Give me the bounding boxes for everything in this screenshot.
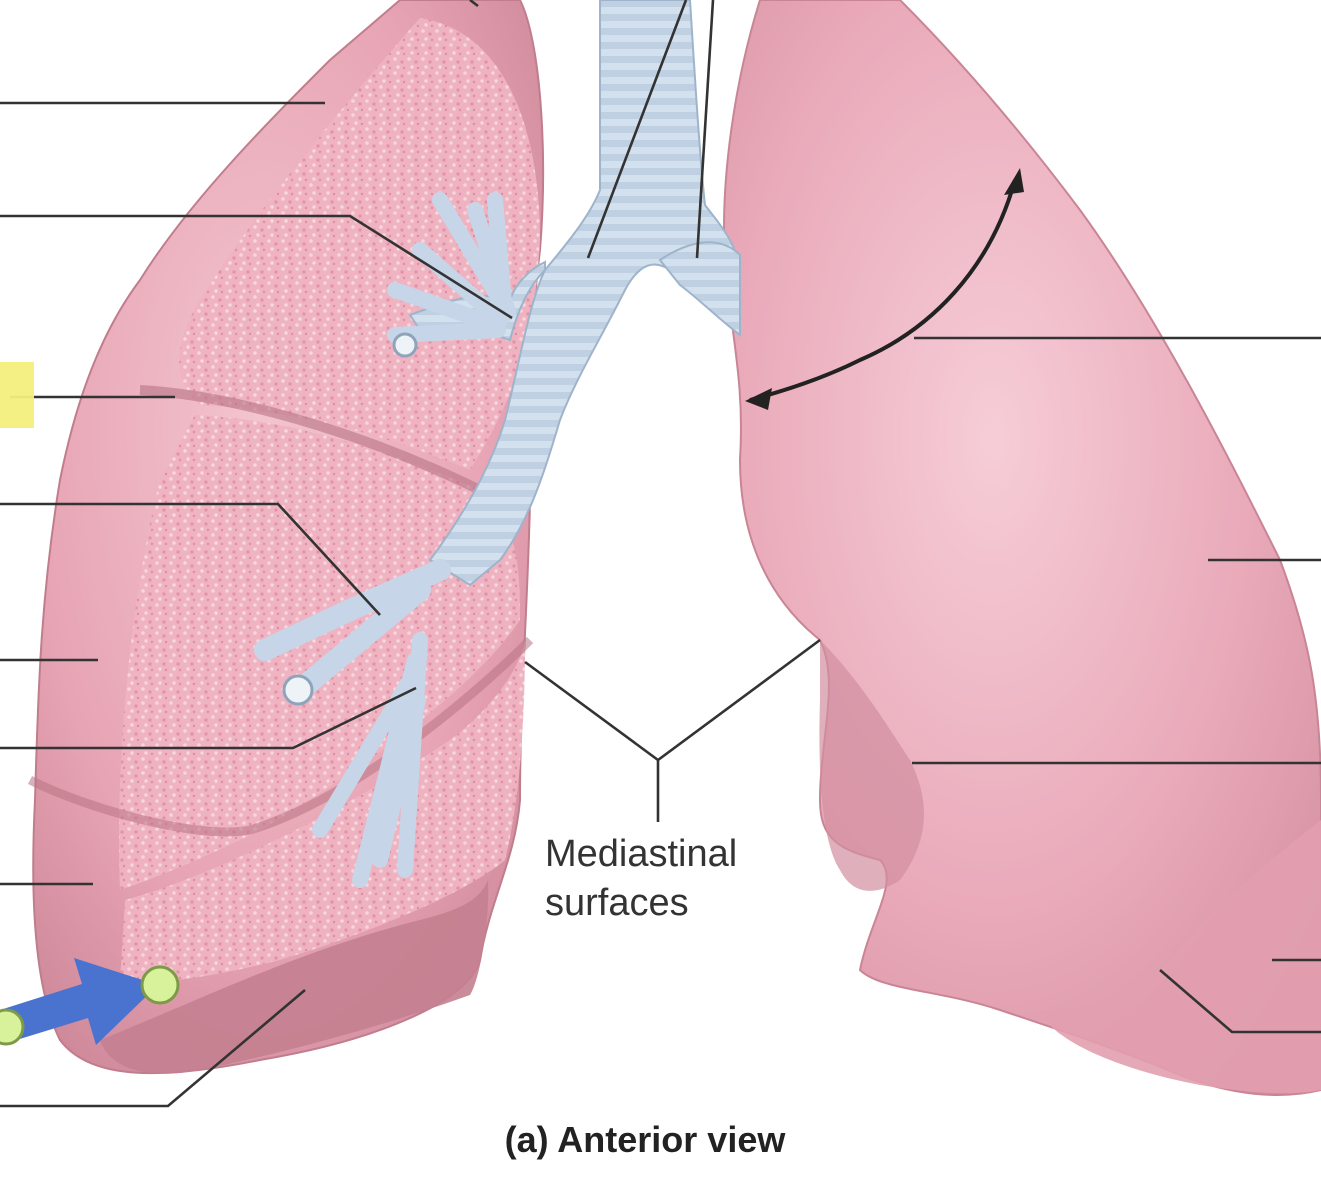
leader-line-14	[586, 0, 688, 259]
right-middle-lobe-bronchi	[254, 559, 451, 701]
arrow-end-handle[interactable]	[140, 965, 180, 1005]
pointer-arrow-shaft	[0, 958, 158, 1045]
leader-line-13	[1159, 969, 1321, 1034]
leader-line-15	[695, 0, 715, 259]
right-lung-middle-lobe-cut	[119, 415, 521, 890]
right-lung-inferior-base	[100, 880, 489, 1074]
leader-line-16	[469, 0, 479, 8]
leader-lines	[0, 0, 1321, 1108]
right-upper-bronchus-opening	[392, 332, 418, 358]
right-lung	[27, 0, 545, 1075]
leader-line-2	[0, 214, 513, 320]
curved-double-arrow	[745, 168, 1024, 410]
right-lung-upper-lobe-cut	[179, 18, 540, 470]
leader-line-6	[0, 686, 417, 750]
right-middle-bronchus-opening	[282, 674, 314, 706]
left-lung-inferior-lobe	[1040, 820, 1321, 1094]
cardiac-notch-shadow	[819, 640, 924, 891]
figure-caption: (a) Anterior view	[505, 1119, 787, 1160]
horizontal-fissure	[139, 385, 493, 500]
left-main-bronchus	[658, 241, 741, 338]
mediastinal-surfaces-bracket	[524, 638, 821, 822]
mediastinal-label-line1: Mediastinal	[545, 833, 737, 875]
pointer-arrow[interactable]	[0, 958, 180, 1046]
trachea-bronchial-tree	[254, 0, 742, 888]
trachea	[428, 0, 742, 587]
oblique-fissure	[27, 636, 534, 837]
left-lung	[723, 0, 1321, 1096]
leader-line-8	[0, 989, 306, 1108]
right-lung-lower-lobe-cut	[120, 640, 525, 982]
right-lower-lobe-bronchi	[312, 632, 428, 888]
highlight-marker	[0, 362, 34, 428]
leader-line-4	[0, 502, 381, 616]
mediastinal-label-line2: surfaces	[545, 882, 689, 924]
arrow-start-handle[interactable]	[0, 1008, 25, 1046]
